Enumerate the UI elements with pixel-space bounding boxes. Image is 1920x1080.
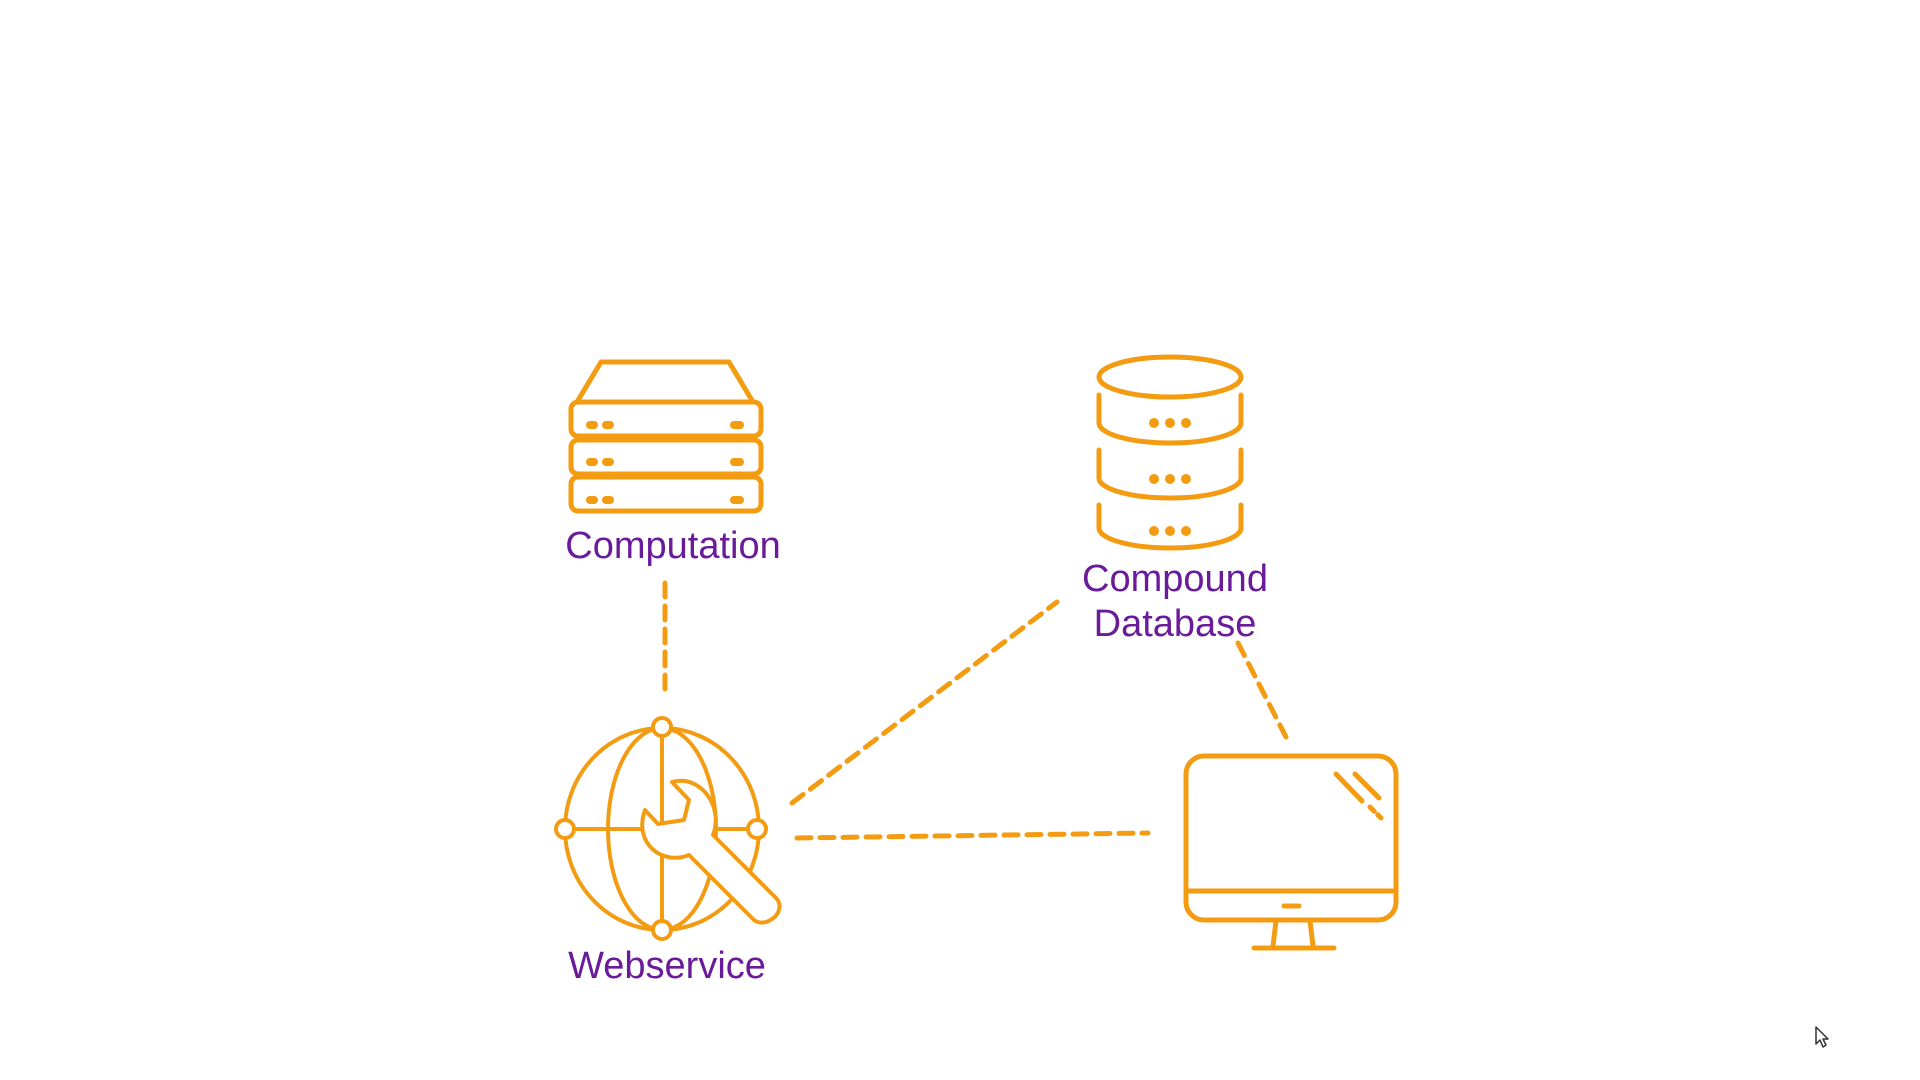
database-icon [1096, 354, 1244, 551]
compound-database-label: Compound Database [1050, 557, 1300, 647]
computation-label: Computation [565, 525, 781, 567]
connector-webservice-client [794, 830, 1151, 841]
compound-database-label-line2: Database [1093, 603, 1257, 645]
monitor-icon [1183, 753, 1399, 951]
mouse-pointer-icon [1815, 1026, 1829, 1048]
compound-database-label-line1: Compound [1082, 558, 1268, 600]
webservice-label: Webservice [568, 945, 766, 987]
globe-wrench-icon [554, 716, 782, 941]
connector-webservice-database [789, 599, 1060, 806]
connectors [662, 580, 1289, 841]
server-stack-icon [568, 359, 764, 514]
connector-database-client [1235, 640, 1289, 740]
